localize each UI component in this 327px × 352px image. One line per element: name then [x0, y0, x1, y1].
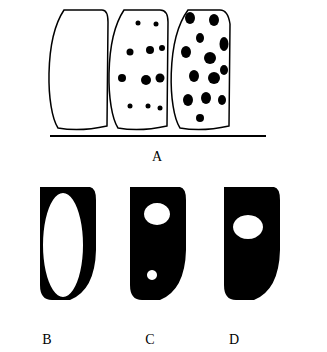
spots: [181, 12, 229, 122]
panel-letter: B: [42, 333, 51, 347]
dotted-shape: [109, 10, 168, 130]
filled-shape: [40, 187, 96, 300]
panel-letter: D: [229, 333, 239, 347]
spotted-shape: [171, 10, 230, 130]
panel-letter: C: [145, 333, 154, 347]
outline-shape: [49, 10, 108, 130]
filled-shape: [130, 187, 186, 300]
filled-shape: [224, 187, 280, 300]
base-line: [50, 135, 266, 137]
dots: [118, 21, 165, 111]
panel-letter: A: [152, 150, 162, 164]
